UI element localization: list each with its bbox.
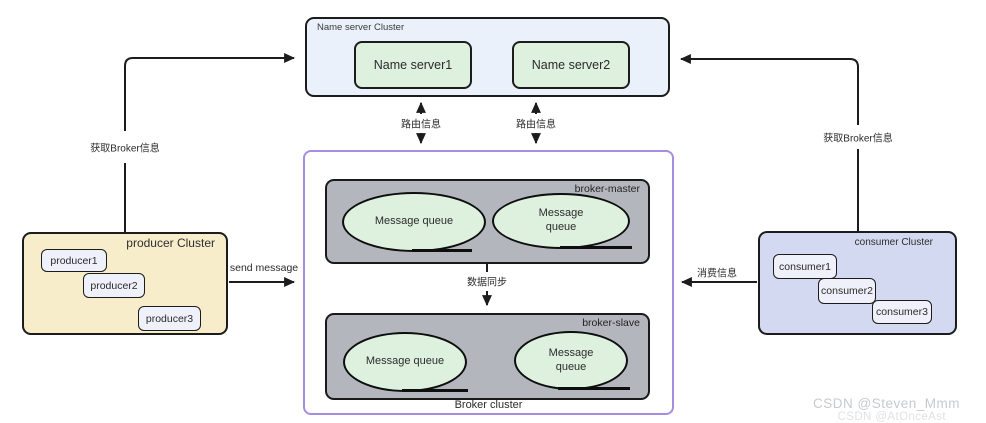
broker-master-queue2-line [560,246,632,249]
consumer-cluster-title: consumer Cluster [854,237,933,248]
broker-master-queue1: Message queue [342,192,486,252]
csdn-watermark-clipped: CSDN @AtOnceAst [837,411,946,423]
name-server1-box: Name server1 [354,41,472,89]
broker-slave-queue1: Message queue [343,332,467,392]
name-server1-label: Name server1 [373,58,453,72]
broker-slave-queue2-line [558,387,630,390]
csdn-watermark: CSDN @Steven_Mmm [813,396,960,411]
consume-info-label: 消费信息 [697,268,737,280]
consumer1-box: consumer1 [773,254,837,279]
route-info-right-label: 路由信息 [516,119,556,131]
consumer-cluster-box: consumer Cluster consumer1 consumer2 con… [758,231,957,335]
get-broker-right-label: 获取Broker信息 [823,133,893,145]
consumer3-label: consumer3 [876,306,928,318]
producer2-box: producer2 [83,273,145,298]
broker-slave-label: broker-slave [582,317,640,329]
consumer2-box: consumer2 [818,278,876,304]
name-server2-label: Name server2 [531,58,611,72]
broker-master-queue1-line [412,249,472,252]
broker-master-label: broker-master [574,183,640,195]
get-broker-left-label: 获取Broker信息 [90,143,160,155]
producer-cluster-title: producer Cluster [126,236,215,250]
arrow-consumer-to-nameserver-upper [679,54,859,125]
broker-slave-queue2: Message queue [514,331,628,390]
broker-slave-queue1-line [402,389,468,392]
broker-master-queue1-label: Message queue [374,215,454,228]
name-server2-box: Name server2 [512,41,630,89]
producer1-box: producer1 [41,249,107,272]
broker-master-queue2-label: Message queue [538,207,584,233]
consumer2-label: consumer2 [821,285,873,297]
consumer1-label: consumer1 [779,260,831,273]
producer3-label: producer3 [145,312,194,325]
arrow-producer-to-nameserver-upper [124,53,296,131]
producer-cluster-box: producer Cluster producer1 producer2 pro… [22,232,228,335]
broker-master-queue2: Message queue [492,193,630,249]
broker-slave-queue2-label: Message queue [548,346,594,373]
name-server-cluster-title: Name server Cluster [317,22,405,33]
send-message-label: send message [229,262,299,274]
consumer3-box: consumer3 [872,300,932,324]
broker-cluster-title: Broker cluster [454,399,523,411]
producer1-label: producer1 [50,254,98,267]
producer3-box: producer3 [138,306,201,331]
broker-slave-queue1-label: Message queue [365,355,445,368]
data-sync-label: 数据同步 [467,277,507,289]
name-server-cluster-box: Name server Cluster Name server1 Name se… [305,17,670,97]
route-info-left-label: 路由信息 [401,119,441,131]
producer2-label: producer2 [90,279,138,292]
